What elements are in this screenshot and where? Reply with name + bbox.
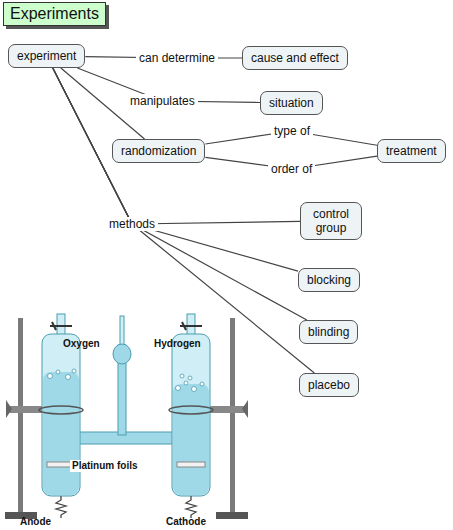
- stand-base: [216, 512, 248, 519]
- anode-wire: [56, 496, 66, 518]
- concept-box: placebo: [299, 373, 359, 397]
- water: [173, 384, 209, 495]
- clamp-ring: [39, 406, 83, 414]
- concept-box: experiment: [8, 44, 85, 68]
- clamp: [210, 406, 246, 413]
- concept-text: cause and effect: [251, 51, 339, 65]
- part-label: Anode: [20, 516, 51, 528]
- wingnut: [242, 400, 248, 418]
- linking-phrase: methods: [106, 217, 158, 231]
- wingnut: [6, 400, 12, 418]
- concept-text: experiment: [17, 49, 76, 63]
- linking-phrase: can determine: [136, 51, 218, 65]
- central-stem: [120, 316, 124, 346]
- water: [43, 372, 79, 495]
- stand-pole: [18, 318, 23, 514]
- hydrogen-tube: [172, 334, 210, 496]
- part-label: Hydrogen: [154, 338, 201, 350]
- cathode-wire: [186, 496, 196, 518]
- reservoir-bulb: [113, 344, 131, 364]
- concept-text: control group: [309, 207, 353, 235]
- part-label: Platinum foils: [70, 460, 140, 472]
- concept-box: randomization: [112, 139, 205, 163]
- concept-box: blocking: [298, 268, 360, 292]
- diagram-title: Experiments: [3, 2, 106, 26]
- concept-text: treatment: [386, 144, 437, 158]
- bubbles: [48, 369, 205, 392]
- stopcock: [180, 322, 202, 330]
- clamp-ring: [169, 406, 213, 414]
- linking-phrase: type of: [271, 124, 313, 138]
- concept-box: control group: [300, 202, 362, 240]
- concept-text: randomization: [121, 144, 196, 158]
- concept-box: cause and effect: [242, 46, 348, 70]
- stand-pole: [230, 318, 235, 514]
- linking-phrase: order of: [268, 162, 315, 176]
- concept-box: situation: [260, 91, 323, 115]
- concept-text: situation: [269, 96, 314, 110]
- concept-box: treatment: [377, 139, 446, 163]
- part-label: Cathode: [166, 516, 206, 528]
- stopcock: [50, 322, 72, 330]
- concept-box: blinding: [299, 320, 358, 344]
- concept-text: blocking: [307, 273, 351, 287]
- concept-text: blinding: [308, 325, 349, 339]
- linking-phrase: manipulates: [127, 94, 198, 108]
- platinum-foil: [177, 462, 205, 467]
- concept-text: placebo: [308, 378, 350, 392]
- part-label: Oxygen: [63, 338, 100, 350]
